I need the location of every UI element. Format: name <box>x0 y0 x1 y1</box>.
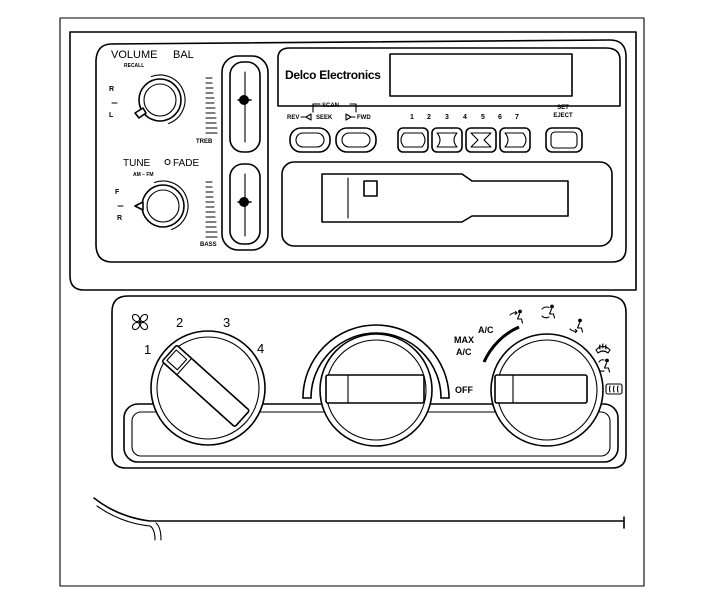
ac-label: A/C <box>478 325 494 335</box>
defrost-icon <box>595 343 611 354</box>
preset-button <box>465 127 497 153</box>
preset-label: 7 <box>515 114 519 121</box>
scan-bracket-right <box>349 103 357 113</box>
preset-label: 1 <box>410 114 414 121</box>
treble-label: TREB <box>196 139 213 145</box>
brand-logo: Delco Electronics <box>285 68 381 82</box>
fade-label: FADE <box>173 158 199 169</box>
off-label: OFF <box>455 385 473 395</box>
fade-front-label: F <box>115 189 120 196</box>
climate-control-unit: 1 2 3 4 A/C MAX A/C <box>111 295 627 469</box>
fan-speed-label: 1 <box>144 342 151 357</box>
balance-label: BAL <box>173 49 194 61</box>
set-label: SET <box>557 105 569 111</box>
balance-left-label: L <box>109 112 114 119</box>
display-module: Delco Electronics <box>277 47 621 107</box>
preset-label: 4 <box>463 114 467 121</box>
max-ac-label: A/C <box>456 347 472 357</box>
bass-scale <box>205 181 218 238</box>
rev-seek-button <box>289 127 331 153</box>
rev-label: REV <box>287 115 299 121</box>
scan-bracket-left <box>312 103 321 113</box>
tune-label: TUNE <box>123 158 151 169</box>
rev-arrow-icon <box>305 113 312 121</box>
ac-range-arc <box>482 325 520 363</box>
seek-label: SEEK <box>316 115 333 121</box>
radio-unit: VOLUME BAL RECALL R L TREB <box>95 39 627 263</box>
fan-speed-label: 3 <box>223 315 230 330</box>
fade-indicator <box>164 158 171 166</box>
figure-frame <box>59 17 645 587</box>
bass-slider <box>229 163 261 245</box>
preset-button <box>431 127 463 153</box>
fan-speed-label: 2 <box>176 315 183 330</box>
climate-panel <box>111 295 627 469</box>
lower-dash-edge <box>93 497 625 541</box>
eject-label: EJECT <box>553 113 573 119</box>
volume-label: VOLUME <box>111 49 157 61</box>
scan-label: SCAN <box>322 103 339 109</box>
preset-button <box>397 127 429 153</box>
floor-icon <box>569 318 584 334</box>
radio-faceplate <box>95 39 627 263</box>
bass-label: BASS <box>200 242 217 248</box>
preset-label: 6 <box>498 114 502 121</box>
fan-speed-knob <box>150 330 266 446</box>
mode-knob <box>490 333 604 447</box>
temperature-knob <box>319 333 433 447</box>
preset-button <box>499 127 531 153</box>
rear-defrost-icon <box>605 383 623 395</box>
tune-knob <box>134 180 189 231</box>
band-label: AM – FM <box>133 172 154 178</box>
floor-defrost-icon <box>597 358 611 373</box>
cassette-door <box>321 173 569 223</box>
treble-scale <box>205 77 218 134</box>
cassette-deck <box>281 161 613 247</box>
lcd-window <box>389 53 573 97</box>
preset-label: 3 <box>445 114 449 121</box>
volume-knob <box>134 74 186 125</box>
dashboard-bezel <box>69 31 637 291</box>
fwd-label: FWD <box>357 115 371 121</box>
treble-slider <box>229 61 261 153</box>
set-eject-button <box>545 127 583 153</box>
cassette-window <box>363 180 378 197</box>
preset-label: 5 <box>481 114 485 121</box>
balance-right-label: R <box>109 86 114 93</box>
fan-speed-label: 4 <box>257 341 264 356</box>
temperature-arch <box>302 324 450 399</box>
max-label: MAX <box>454 335 474 345</box>
preset-label: 2 <box>427 114 431 121</box>
fwd-seek-button <box>335 127 377 153</box>
fade-rear-label: R <box>117 215 122 222</box>
fwd-arrow-icon <box>345 113 352 121</box>
fan-icon <box>131 313 149 331</box>
tone-sliders <box>221 55 269 251</box>
recall-label: RECALL <box>124 63 144 69</box>
bi-level-icon <box>541 304 556 319</box>
vent-icon <box>509 309 524 324</box>
